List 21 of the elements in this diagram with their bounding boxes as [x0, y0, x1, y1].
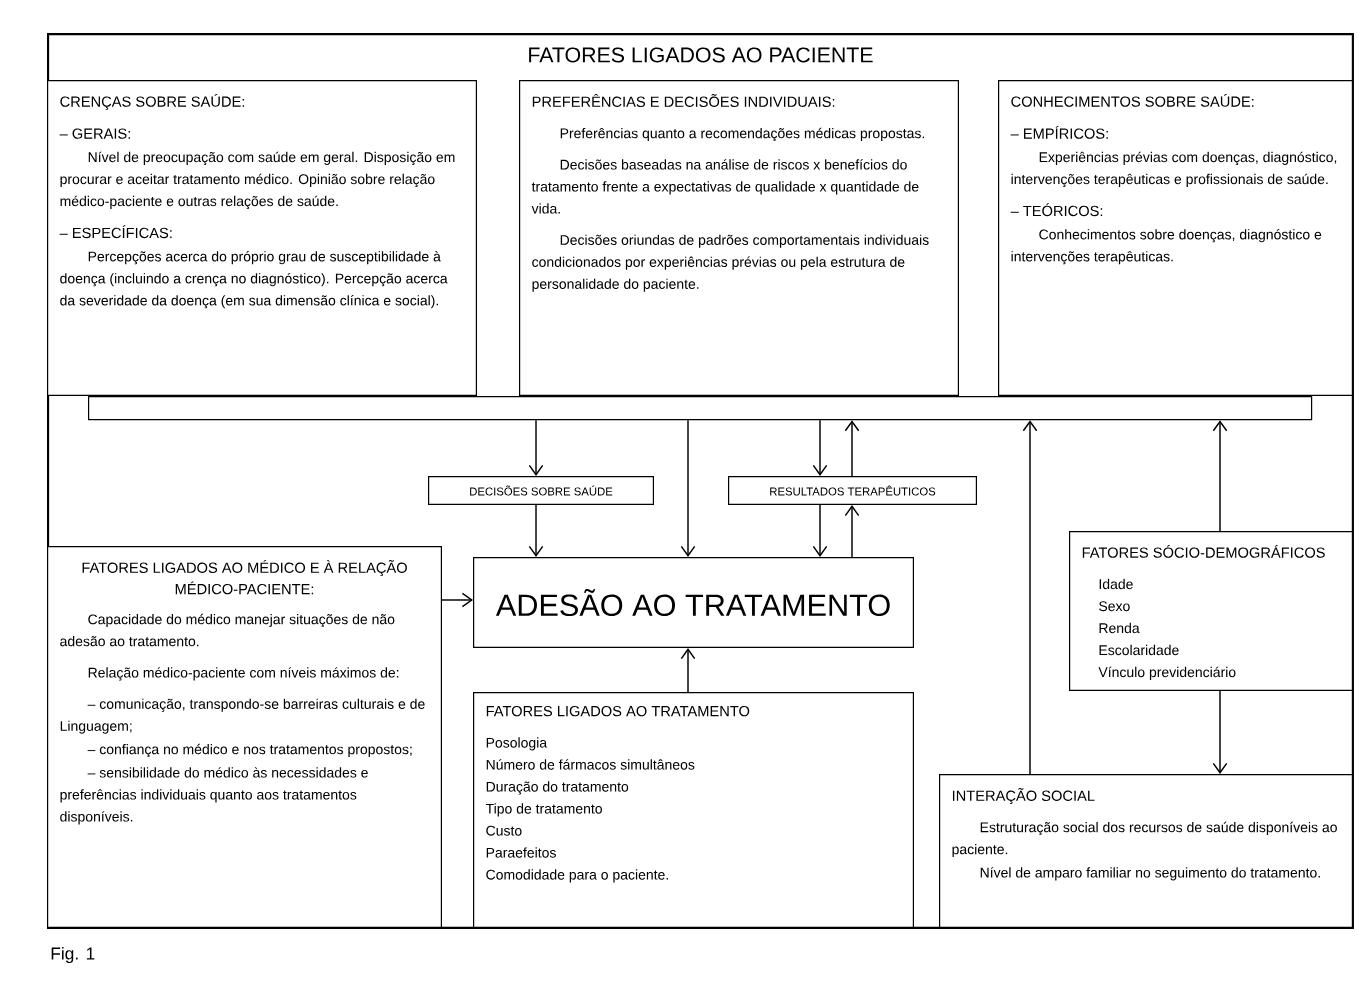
arrow — [528, 504, 544, 557]
label-box: DECISÕES SOBRE SAÚDE — [428, 476, 654, 505]
arrow — [680, 419, 696, 557]
arrow — [528, 419, 544, 476]
connector-bar — [88, 396, 1313, 421]
arrow — [844, 420, 860, 477]
text-box: INTERAÇÃO SOCIAL Estruturação social dos recursos de saúde disponíveis ao paciente. Nível de amparo familiar no seguimento do tratamento. — [939, 774, 1353, 928]
text-box: FATORES LIGADOS AO TRATAMENTO Posologia Número de fármacos simultâneos Duração do tratamento Tipo de tratamento Custo Paraefeitos Comodidade para o paciente. — [473, 692, 914, 928]
arrow — [441, 592, 473, 608]
arrow — [1212, 690, 1228, 774]
arrow — [812, 419, 828, 476]
arrow — [1212, 420, 1228, 532]
text-box: FATORES SÓCIO-DEMOGRÁFICOS Idade Sexo Renda Escolaridade Vínculo previdenciário — [1069, 531, 1353, 691]
label-box: RESULTADOS TERAPÊUTICOS — [728, 476, 977, 505]
arrow — [812, 504, 828, 557]
arrow — [680, 648, 696, 693]
arrow — [844, 505, 860, 558]
outcome-box: ADESÃO AO TRATAMENTO — [473, 557, 914, 648]
figure-label: Fig. 1 — [51, 946, 95, 964]
text-box: FATORES LIGADOS AO MÉDICO E À RELAÇÃO MÉDICO-PACIENTE: Capacidade do médico manejar situações de não adesão ao tratamento. Relação médico-paciente com níveis máximos de: – comunicação, transpondo-se barreiras culturais e de Linguagem; – confiança no médico e nos tratamentos propostos; – sensibilidade do médico às necessidades e preferências individuais quanto aos tratamentos disponíveis. — [47, 546, 442, 928]
arrow — [1022, 420, 1038, 775]
